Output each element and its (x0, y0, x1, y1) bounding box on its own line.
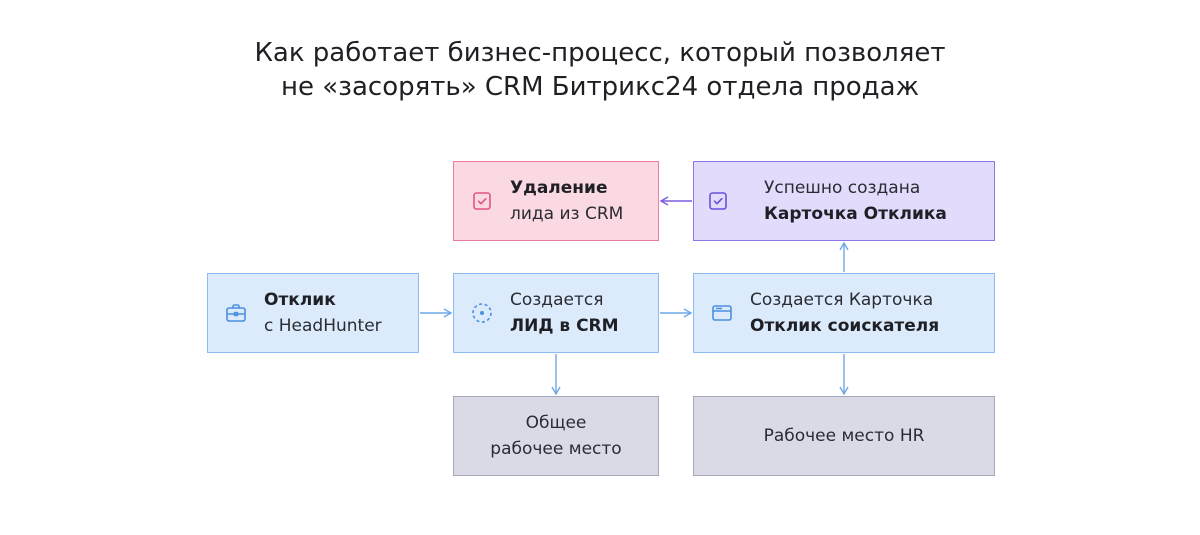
node-headhunter-bold: Отклик (264, 290, 336, 310)
node-common-line-2: рабочее место (490, 439, 622, 459)
node-lead-text: Создается (510, 290, 604, 310)
node-lead-created: Создается ЛИД в CRM (453, 273, 659, 353)
checkbox-icon (706, 189, 730, 213)
node-headhunter-response: Отклик с HeadHunter (207, 273, 419, 353)
diagram-title: Как работает бизнес-процесс, который поз… (0, 36, 1200, 104)
node-lead-deletion: Удаление лида из CRM (453, 161, 659, 241)
node-common-workspace: Общее рабочее место (453, 396, 659, 476)
node-hr-workspace: Рабочее место HR (693, 396, 995, 476)
title-line-1: Как работает бизнес-процесс, который поз… (254, 38, 946, 68)
node-card-created: Создается Карточка Отклик соискателя (693, 273, 995, 353)
node-card-success: Успешно создана Карточка Отклика (693, 161, 995, 241)
node-lead-bold: ЛИД в CRM (510, 316, 619, 336)
wallet-icon (710, 301, 734, 325)
node-success-text: Успешно создана (764, 178, 921, 198)
node-delete-bold: Удаление (510, 178, 608, 198)
node-headhunter-text: с HeadHunter (264, 316, 382, 336)
node-card-text: Создается Карточка (750, 290, 934, 310)
node-hr-text: Рабочее место HR (763, 426, 925, 446)
node-success-bold: Карточка Отклика (764, 204, 947, 224)
checkbox-icon (470, 189, 494, 213)
node-delete-text: лида из CRM (510, 204, 624, 224)
node-common-line-1: Общее (525, 413, 587, 433)
briefcase-icon (224, 301, 248, 325)
title-line-2: не «засорять» CRM Битрикс24 отдела прода… (280, 72, 920, 102)
loading-circle-icon (470, 301, 494, 325)
node-card-bold: Отклик соискателя (750, 316, 940, 336)
